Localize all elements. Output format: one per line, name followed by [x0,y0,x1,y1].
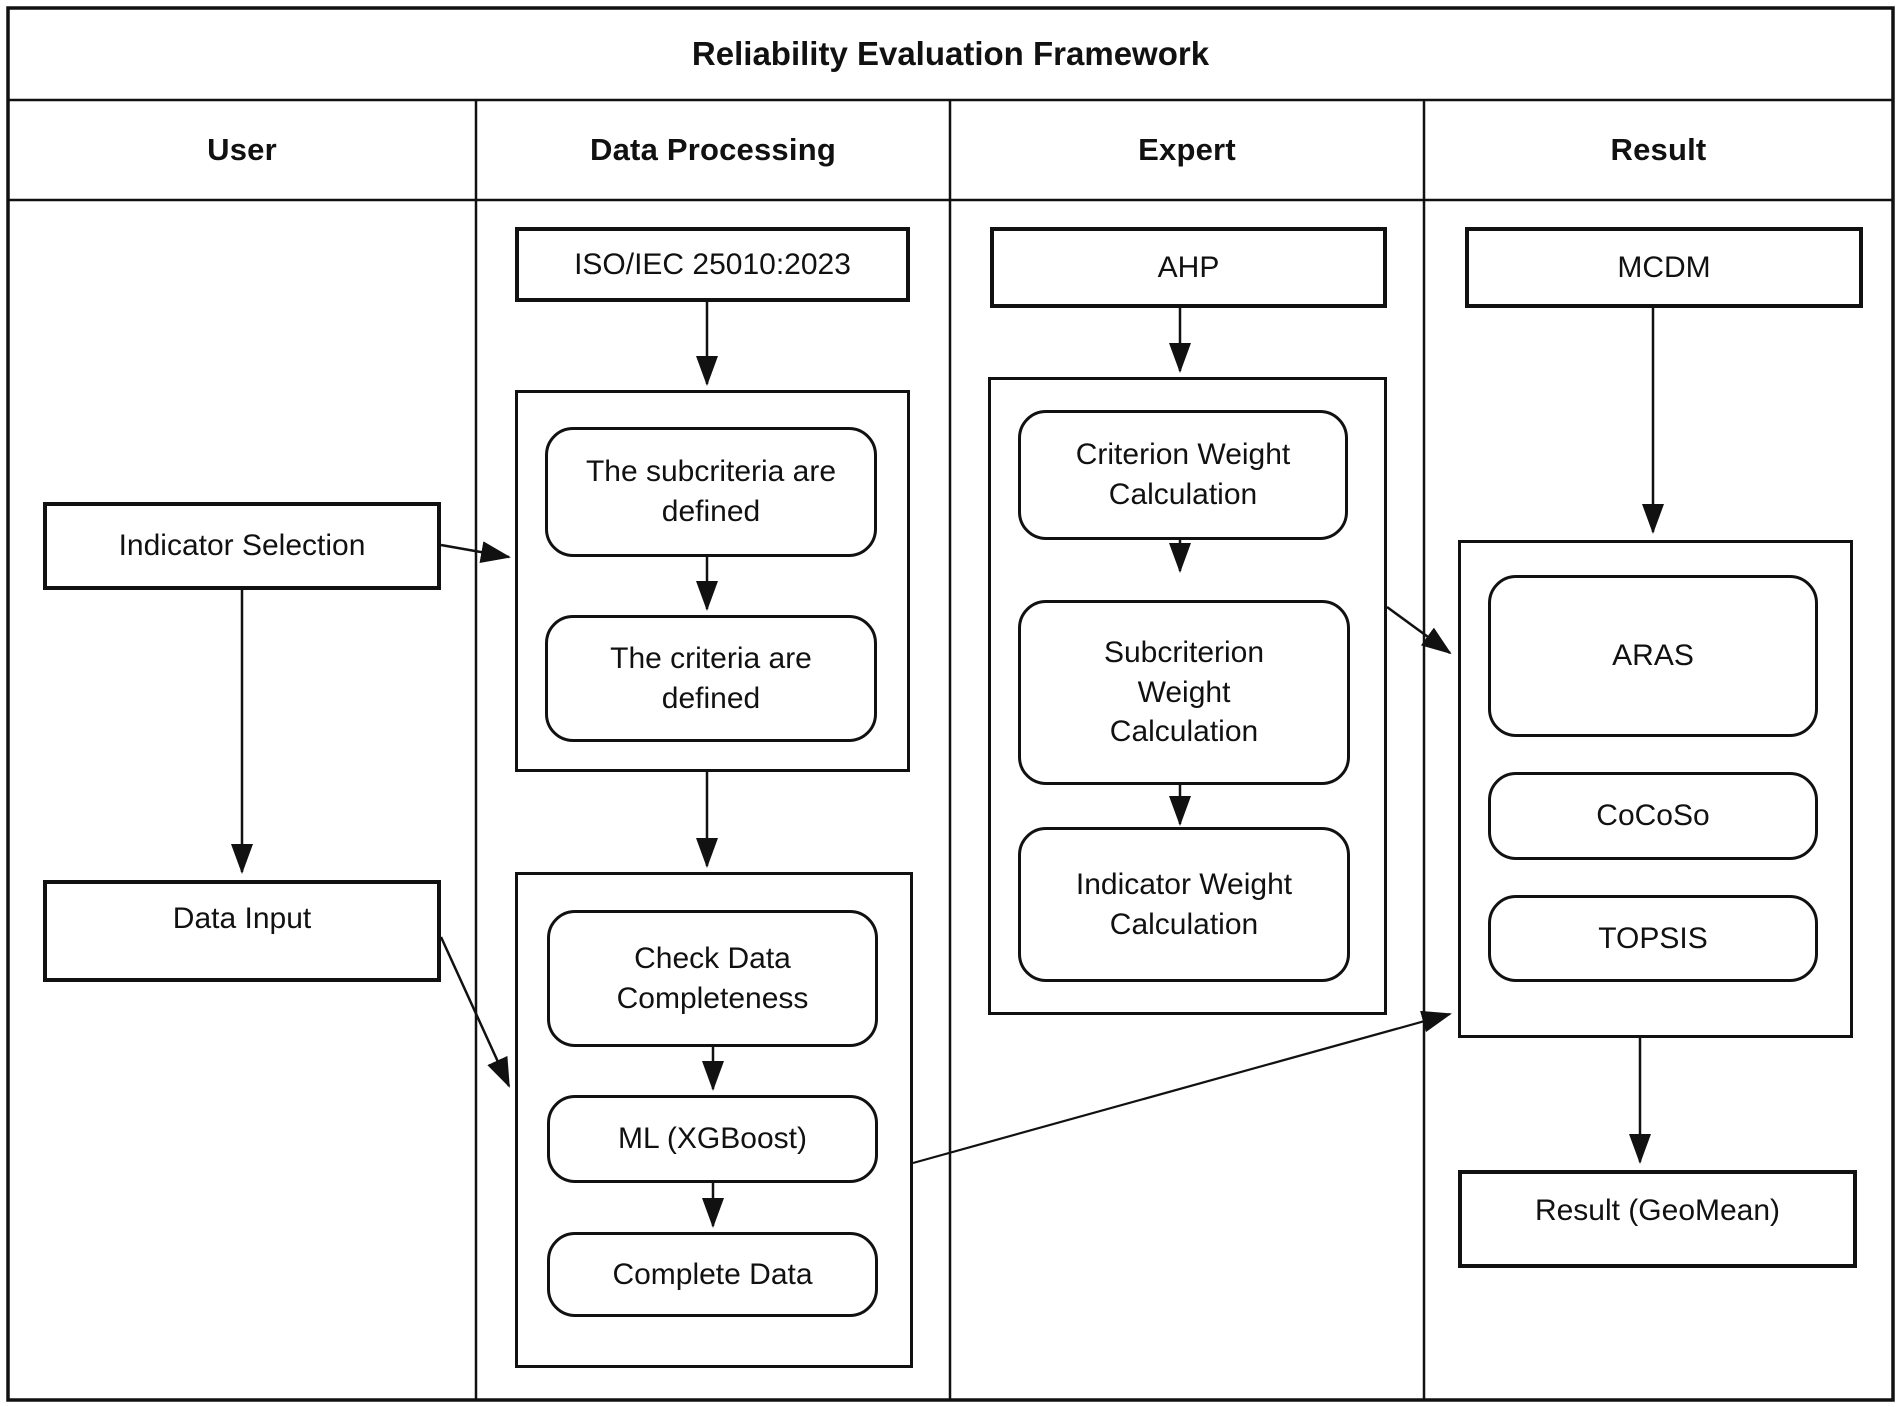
container-mcdm-methods [1458,540,1853,1038]
container-criteria-definition [515,390,910,772]
lane-header-result: Result [1610,132,1707,167]
node-ml-xgboost: ML (XGBoost) [547,1095,878,1183]
arrow-indicatorselection-to-criteria-container [440,541,511,563]
node-ahp: AHP [990,227,1387,308]
node-iso-iec-25010-2023: ISO/IEC 25010:2023 [515,227,910,302]
node-subcriteria-defined: The subcriteria are defined [545,427,877,557]
container-weight-calculation [988,377,1387,1015]
arrow-expert-container-to-result-container [1386,605,1452,655]
node-criterion-weight-calculation: Criterion Weight Calculation [1018,410,1348,540]
node-cocoso: CoCoSo [1488,772,1818,860]
arrow-ml-to-result-container [912,1010,1452,1165]
node-subcriterion-weight-calculation: Subcriterion Weight Calculation [1018,600,1350,785]
node-complete-data: Complete Data [547,1232,878,1317]
lane-header-data-processing: Data Processing [590,132,836,167]
arrow-datainput-to-data-container [439,936,511,1088]
lane-header-expert: Expert [1138,132,1236,167]
lane-header-user: User [207,132,277,167]
diagram-title: Reliability Evaluation Framework [691,35,1210,72]
node-result-geomean: Result (GeoMean) [1458,1170,1857,1268]
container-data-completeness [515,872,913,1368]
node-mcdm: MCDM [1465,227,1863,308]
node-data-input: Data Input [43,880,441,982]
node-aras: ARAS [1488,575,1818,737]
node-topsis: TOPSIS [1488,895,1818,982]
node-indicator-selection: Indicator Selection [43,502,441,590]
node-indicator-weight-calculation: Indicator Weight Calculation [1018,827,1350,982]
node-check-data-completeness: Check Data Completeness [547,910,878,1047]
node-criteria-defined: The criteria are defined [545,615,877,742]
